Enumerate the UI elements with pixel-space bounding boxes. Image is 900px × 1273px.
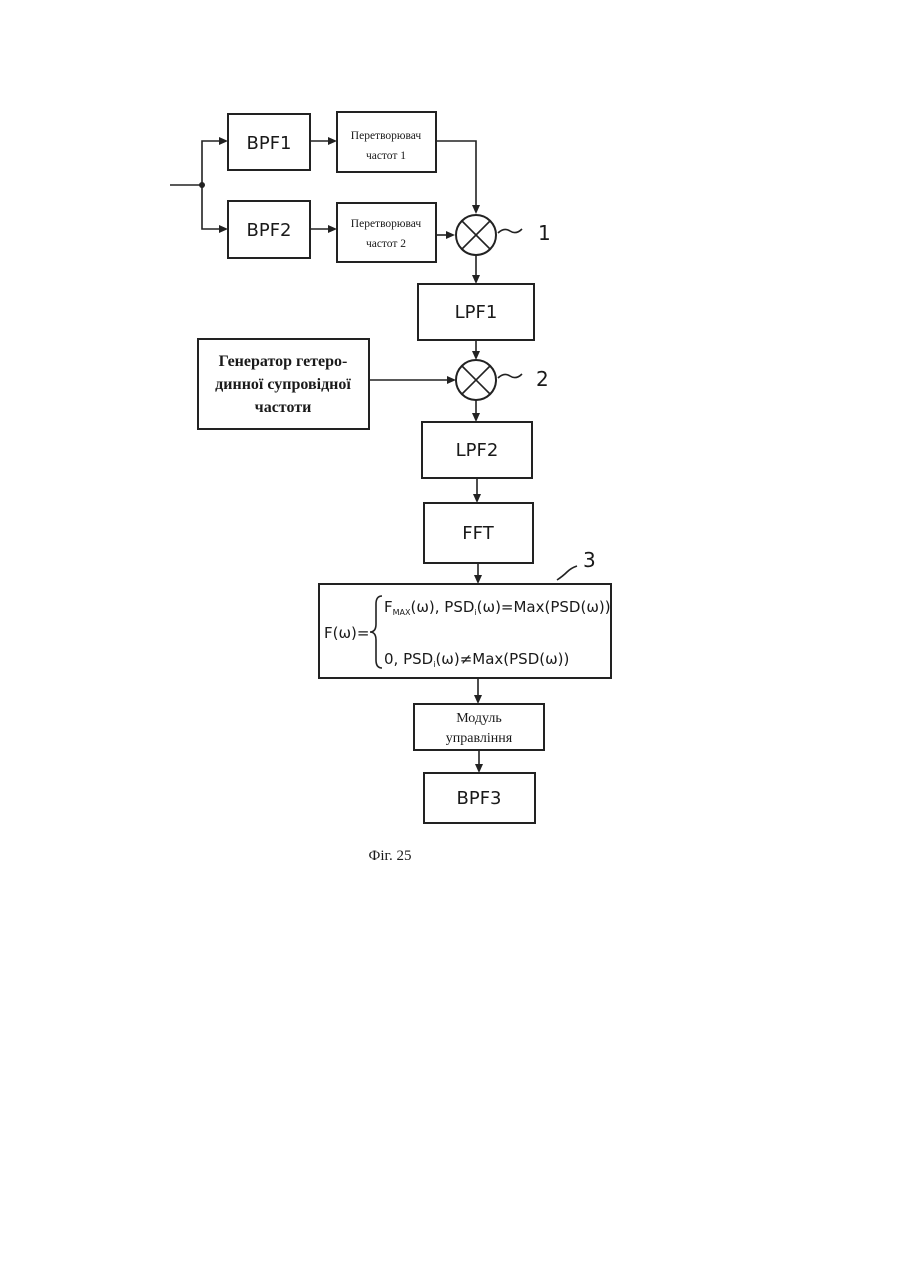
generator-line1: Генератор гетеро- [219, 353, 348, 370]
input-split [170, 137, 228, 233]
lpf2-block: LPF2 [422, 422, 532, 478]
fft-label: FFT [462, 523, 494, 544]
lpf1-block: LPF1 [418, 284, 534, 340]
bpf2-block: BPF2 [228, 201, 310, 258]
decision-block: F(ω)= FMAX(ω), PSDi(ω)=Max(PSD(ω)) 0, PS… [319, 584, 611, 678]
converter2-line1: Перетворювач [351, 218, 422, 230]
converter1-line2: частот 1 [366, 150, 406, 162]
mixer-1-leader [498, 229, 522, 233]
decision-leader [557, 566, 577, 580]
control-module-line1: Модуль [456, 711, 502, 726]
generator-line2: динної супровідної [215, 376, 351, 393]
heterodyne-generator-block: Генератор гетеро- динної супровідної час… [198, 339, 369, 429]
generator-line3: частоти [255, 399, 312, 416]
bpf1-label: BPF1 [246, 133, 291, 154]
bpf3-label: BPF3 [456, 788, 501, 809]
mixer-2 [456, 360, 496, 400]
reference-numeral-3: 3 [583, 548, 596, 572]
mixer-2-leader [498, 374, 522, 378]
figure-caption: Фіг. 25 [369, 848, 412, 864]
reference-numeral-2: 2 [536, 367, 549, 391]
frequency-converter-2-block: Перетворювач частот 2 [337, 203, 436, 262]
control-module-line2: управління [446, 731, 513, 746]
converter1-line1: Перетворювач [351, 130, 422, 142]
formula-case2-rest: (ω)≠Max(PSD(ω)) [435, 650, 569, 668]
control-module-block: Модуль управління [414, 704, 544, 750]
mixer-1 [456, 215, 496, 255]
svg-text:0, PSDi(ω)≠Max(PSD(ω)): 0, PSDi(ω)≠Max(PSD(ω)) [384, 650, 569, 669]
lpf2-label: LPF2 [456, 440, 499, 461]
fft-block: FFT [424, 503, 533, 563]
bpf1-block: BPF1 [228, 114, 310, 170]
formula-case1-sub: MAX [393, 608, 411, 617]
formula-case1-f: F [384, 598, 393, 616]
bpf2-label: BPF2 [246, 220, 291, 241]
frequency-converter-1-block: Перетворювач частот 1 [337, 112, 436, 172]
bpf3-block: BPF3 [424, 773, 535, 823]
svg-text:FMAX(ω), PSDi(ω)=Max(PSD(ω)): FMAX(ω), PSDi(ω)=Max(PSD(ω)) [384, 598, 611, 617]
lpf1-label: LPF1 [455, 302, 498, 323]
reference-numeral-1: 1 [538, 221, 551, 245]
formula-case1-rest: (ω)=Max(PSD(ω)) [477, 598, 611, 616]
converter2-line2: частот 2 [366, 238, 406, 250]
formula-case2-prefix: 0, PSD [384, 650, 433, 668]
formula-case1-mid: (ω), PSD [411, 598, 475, 616]
formula-lhs: F(ω)= [324, 624, 369, 642]
